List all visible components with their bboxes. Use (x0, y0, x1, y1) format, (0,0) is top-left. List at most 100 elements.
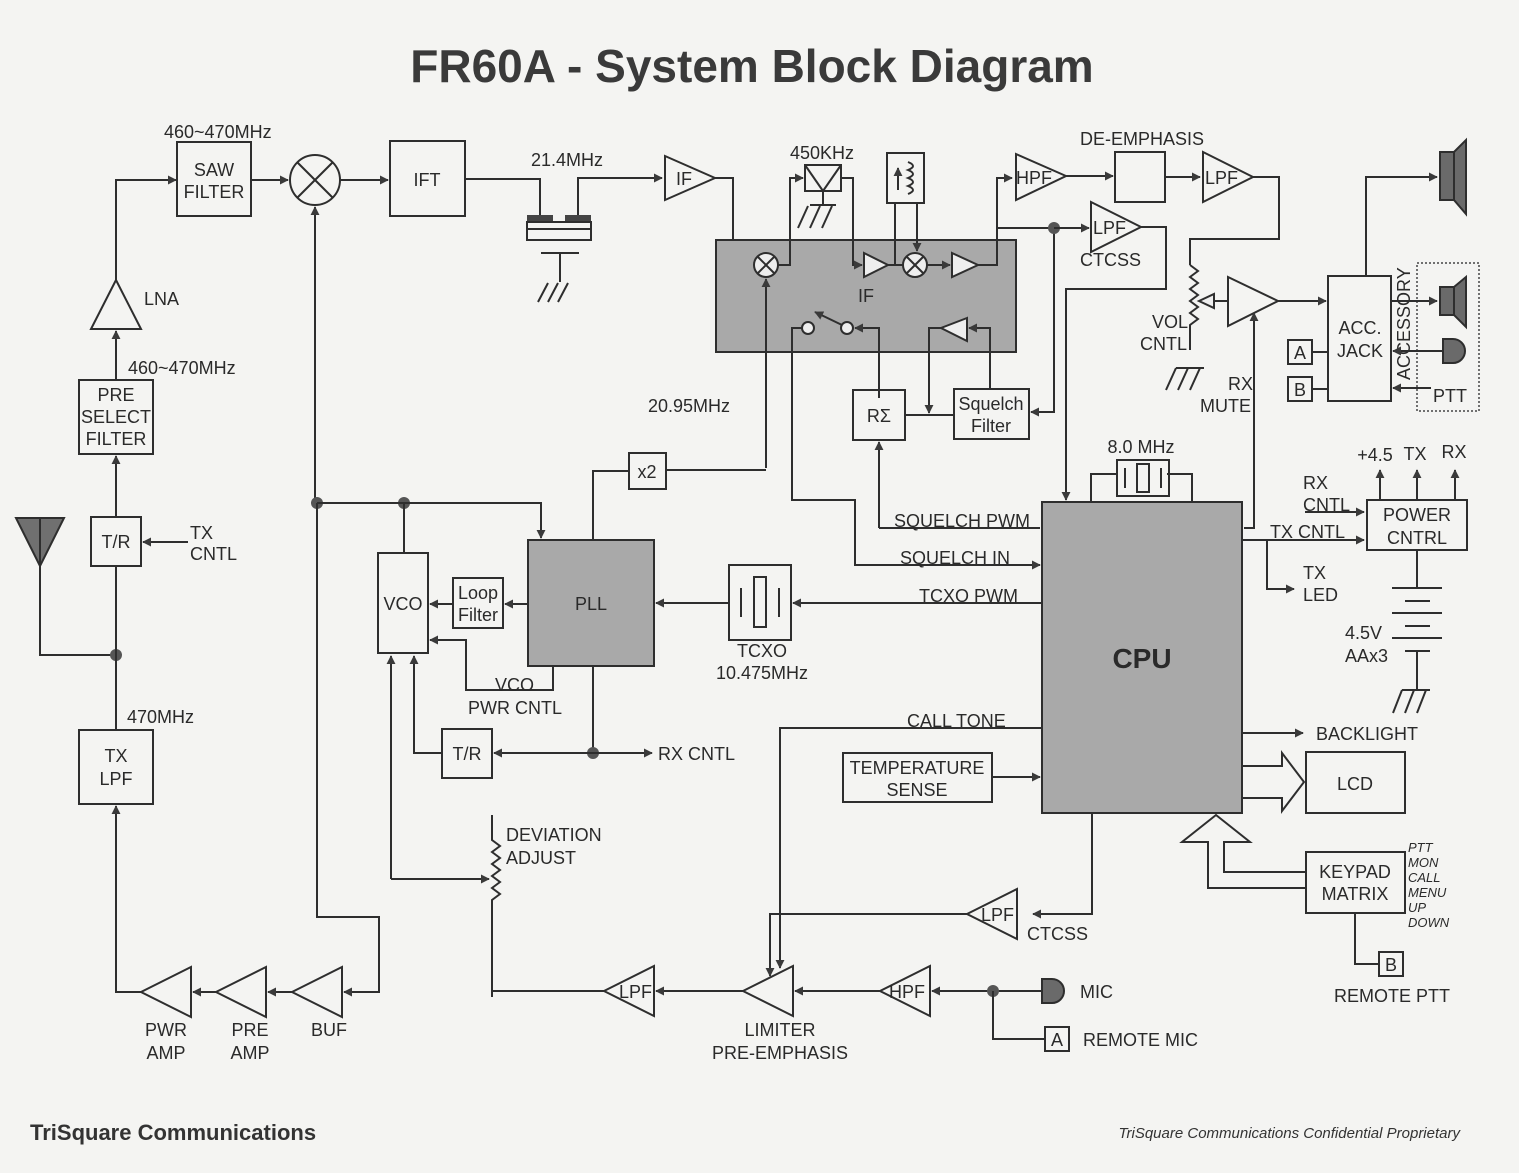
pwr-amp (138, 965, 192, 1019)
remote-mic-port-a: A (1044, 1026, 1070, 1052)
saw-freq-label: 460~470MHz (164, 122, 272, 142)
lcd-bus-arrow (1242, 750, 1306, 814)
svg-text:VCO: VCO (383, 594, 422, 614)
tx-led-label: TX (1303, 563, 1326, 583)
battery-voltage-label: 4.5V (1345, 623, 1382, 643)
lpf-rx: LPF (1202, 150, 1256, 204)
svg-text:RΣ: RΣ (867, 406, 891, 426)
accessory-label: ACCESSORY (1394, 267, 1414, 380)
svg-text:ADJUST: ADJUST (506, 848, 576, 868)
keypad-bus-arrow (1179, 813, 1306, 889)
call-tone-label: CALL TONE (907, 711, 1006, 731)
svg-text:LCD: LCD (1337, 774, 1373, 794)
svg-text:PWR CNTL: PWR CNTL (468, 698, 562, 718)
svg-text:CNTL: CNTL (1140, 334, 1187, 354)
svg-text:Squelch: Squelch (958, 394, 1023, 414)
accessory-speaker-icon (1439, 274, 1467, 330)
saw-filter: SAW FILTER (176, 141, 252, 217)
if-freq-label: 21.4MHz (531, 150, 603, 170)
svg-text:POWER: POWER (1383, 505, 1451, 525)
buf-amp (289, 965, 343, 1019)
cpu-block (1041, 501, 1243, 814)
remote-mic-label: REMOTE MIC (1083, 1030, 1198, 1050)
rx-cntl-cpu-label: RX (1303, 473, 1328, 493)
svg-text:UP: UP (1408, 900, 1426, 915)
power-cntrl-block: POWER CNTRL (1366, 499, 1468, 551)
cpu-crystal-icon (1090, 459, 1193, 502)
svg-text:Filter: Filter (458, 605, 498, 625)
squelch-switch-icon (801, 311, 854, 335)
pll-block: PLL (527, 539, 655, 667)
remote-ptt-port-b: B (1378, 951, 1404, 977)
accessory-mic-icon (1442, 338, 1466, 364)
vco-block: VCO (377, 552, 429, 654)
quadrature-coil-icon (886, 152, 925, 204)
svg-text:B: B (1385, 955, 1397, 975)
speaker-icon (1439, 137, 1467, 217)
svg-text:CNTRL: CNTRL (1387, 528, 1447, 548)
keypad-keys-list: PTT MON CALL MENU UP DOWN (1408, 840, 1450, 930)
preselect-filter: PRE SELECT FILTER (78, 379, 154, 455)
page-title: FR60A - System Block Diagram (410, 40, 1093, 92)
svg-text:B: B (1294, 380, 1306, 400)
svg-text:LPF: LPF (981, 905, 1014, 925)
tr-synth-block: T/R (441, 728, 493, 779)
cpu-label: CPU (1112, 643, 1171, 674)
svg-text:DOWN: DOWN (1408, 915, 1450, 930)
svg-text:SENSE: SENSE (886, 780, 947, 800)
tcxo-pwm-label: TCXO PWM (919, 586, 1018, 606)
discriminator-mixer-icon (902, 252, 928, 278)
limiter-label: LIMITER (744, 1020, 815, 1040)
lo-freq-label: 20.95MHz (648, 396, 730, 416)
pwr-amp-label: PWR (145, 1020, 187, 1040)
svg-text:Loop: Loop (458, 583, 498, 603)
ift-block: IFT (389, 140, 466, 217)
power-out-4v5: +4.5 (1357, 445, 1393, 465)
ceramic-filter-icon (797, 164, 842, 229)
lcd-block: LCD (1305, 751, 1406, 814)
svg-text:PTT: PTT (1408, 840, 1434, 855)
crystal-filter-icon (526, 215, 592, 303)
loop-filter-block: Loop Filter (452, 577, 504, 629)
accessory-ptt-label: PTT (1433, 386, 1467, 406)
tr-switch: T/R (90, 516, 142, 567)
if-chip-label: IF (858, 286, 874, 306)
tcxo-icon (728, 564, 792, 641)
ctcss-lpf-tx (964, 887, 1018, 941)
svg-text:LPF: LPF (99, 769, 132, 789)
svg-text:PRE: PRE (97, 385, 134, 405)
svg-text:CNTL: CNTL (190, 544, 237, 564)
svg-text:A: A (1051, 1030, 1063, 1050)
buf-label: BUF (311, 1020, 347, 1040)
vco-pwr-cntl-label: VCO (495, 675, 534, 695)
deviation-pot-icon (490, 815, 502, 997)
rx-mute-label: RX (1228, 374, 1253, 394)
footer-company: TriSquare Communications (30, 1120, 316, 1145)
hpf-tx (877, 964, 931, 1018)
svg-text:LED: LED (1303, 585, 1338, 605)
svg-text:KEYPAD: KEYPAD (1319, 862, 1391, 882)
power-out-rx: RX (1441, 442, 1466, 462)
de-emphasis-block (1114, 151, 1166, 203)
port-b: B (1287, 376, 1313, 402)
footer-confidential: TriSquare Communications Confidential Pr… (1118, 1125, 1461, 1142)
svg-text:SAW: SAW (194, 160, 234, 180)
svg-text:IF: IF (676, 169, 692, 189)
svg-text:AMP: AMP (230, 1043, 269, 1063)
svg-text:HPF: HPF (1016, 168, 1052, 188)
svg-text:LPF: LPF (1205, 168, 1238, 188)
svg-text:PRE-EMPHASIS: PRE-EMPHASIS (712, 1043, 848, 1063)
svg-text:MENU: MENU (1408, 885, 1447, 900)
svg-text:LPF: LPF (619, 982, 652, 1002)
ctcss-rx-label: CTCSS (1080, 250, 1141, 270)
svg-text:AAx3: AAx3 (1345, 646, 1388, 666)
hpf-rx: HPF (1015, 152, 1069, 202)
squelch-in-label: SQUELCH IN (900, 548, 1010, 568)
remote-ptt-label: REMOTE PTT (1334, 986, 1450, 1006)
port-a: A (1287, 339, 1313, 365)
svg-text:IFT: IFT (414, 170, 441, 190)
svg-text:x2: x2 (637, 462, 656, 482)
accessory-box (1416, 262, 1480, 412)
ctcss-tx-label: CTCSS (1027, 924, 1088, 944)
